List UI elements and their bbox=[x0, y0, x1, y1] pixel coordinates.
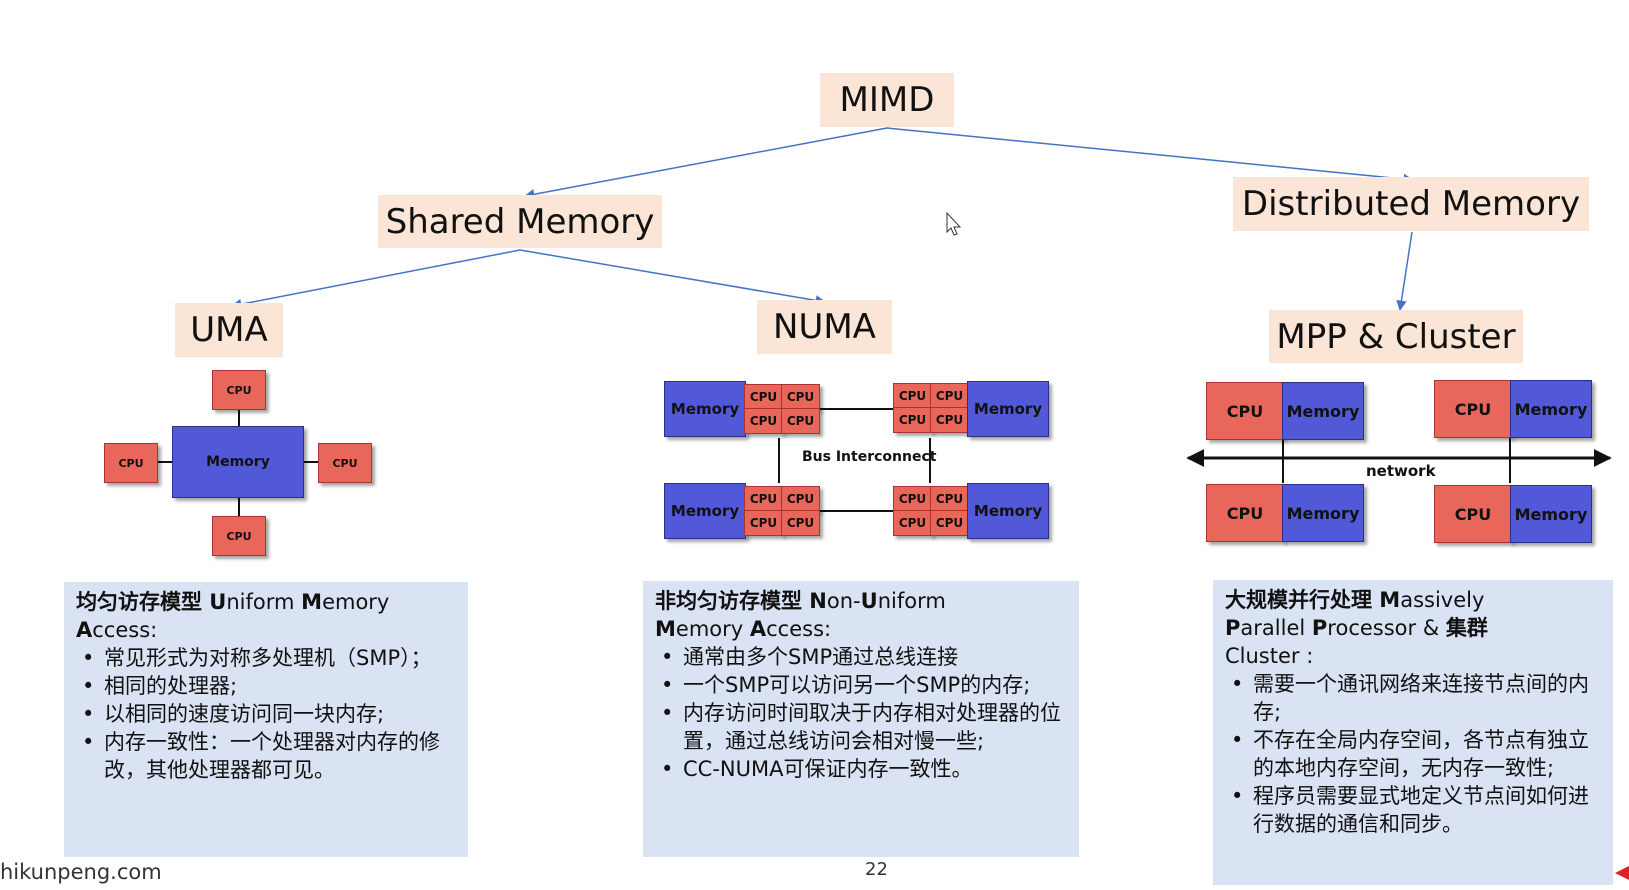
node-mpp-cluster: MPP & Cluster bbox=[1269, 310, 1523, 363]
numa-cpu: CPU bbox=[930, 510, 969, 536]
node-mimd: MIMD bbox=[820, 73, 954, 127]
list-item: 常见形式为对称多处理机（SMP）； bbox=[76, 644, 456, 672]
network-label: network bbox=[1366, 462, 1436, 480]
node-uma: UMA bbox=[175, 303, 283, 357]
numa-cpu: CPU bbox=[930, 486, 969, 512]
list-item: 以相同的速度访问同一块内存; bbox=[76, 700, 456, 728]
arrow-distributed-mpp bbox=[1396, 231, 1413, 312]
uma-cpu-top: CPU bbox=[212, 370, 266, 410]
node-distributed-memory: Distributed Memory bbox=[1233, 177, 1589, 231]
mpp-cpu-3: CPU bbox=[1206, 484, 1284, 542]
numa-cpu: CPU bbox=[744, 384, 783, 410]
numa-cpu: CPU bbox=[930, 383, 969, 409]
mpp-memory-3: Memory bbox=[1282, 484, 1364, 542]
mpp-memory-1: Memory bbox=[1282, 382, 1364, 440]
list-item: 相同的处理器; bbox=[76, 672, 456, 700]
list-item: CC-NUMA可保证内存一致性。 bbox=[655, 755, 1067, 783]
mpp-bullet-list: 需要一个通讯网络来连接节点间的内存; 不存在全局内存空间，各节点有独立的本地内存… bbox=[1225, 670, 1601, 838]
mpp-cpu-2: CPU bbox=[1434, 380, 1512, 438]
uma-cpu-left: CPU bbox=[104, 443, 158, 483]
bus-interconnect-label: Bus Interconnect bbox=[802, 449, 937, 465]
numa-cpu: CPU bbox=[893, 486, 932, 512]
mpp-memory-2: Memory bbox=[1510, 380, 1592, 438]
uma-bullet-list: 常见形式为对称多处理机（SMP）； 相同的处理器; 以相同的速度访问同一块内存;… bbox=[76, 644, 456, 784]
numa-memory-2: Memory bbox=[967, 381, 1049, 437]
mouse-cursor-icon bbox=[946, 211, 962, 236]
node-shared-memory: Shared Memory bbox=[378, 195, 662, 248]
arrow-shared-uma bbox=[230, 249, 521, 310]
arrow-mimd-shared bbox=[523, 127, 888, 200]
numa-cpu: CPU bbox=[893, 383, 932, 409]
list-item: 不存在全局内存空间，各节点有独立的本地内存空间，无内存一致性; bbox=[1225, 726, 1601, 782]
node-numa: NUMA bbox=[757, 300, 892, 354]
list-item: 一个SMP可以访问另一个SMP的内存; bbox=[655, 671, 1067, 699]
mpp-cpu-1: CPU bbox=[1206, 382, 1284, 440]
numa-cpu: CPU bbox=[893, 510, 932, 536]
footer-site: hikunpeng.com bbox=[0, 860, 162, 884]
numa-memory-4: Memory bbox=[967, 483, 1049, 539]
numa-cpu: CPU bbox=[781, 384, 820, 410]
uma-memory: Memory bbox=[172, 426, 304, 498]
list-item: 需要一个通讯网络来连接节点间的内存; bbox=[1225, 670, 1601, 726]
red-corner-mark-icon bbox=[1615, 866, 1629, 880]
numa-cpu: CPU bbox=[781, 408, 820, 434]
numa-memory-1: Memory bbox=[664, 381, 746, 437]
numa-memory-3: Memory bbox=[664, 483, 746, 539]
numa-cpu: CPU bbox=[744, 408, 783, 434]
list-item: 内存访问时间取决于内存相对处理器的位置，通过总线访问会相对慢一些; bbox=[655, 699, 1067, 755]
list-item: 程序员需要显式地定义节点间如何进行数据的通信和同步。 bbox=[1225, 782, 1601, 838]
uma-cpu-right: CPU bbox=[318, 443, 372, 483]
numa-cpu: CPU bbox=[744, 510, 783, 536]
mpp-memory-4: Memory bbox=[1510, 485, 1592, 543]
mpp-cpu-4: CPU bbox=[1434, 485, 1512, 543]
arrow-shared-numa bbox=[519, 249, 827, 306]
numa-bullet-list: 通常由多个SMP通过总线连接 一个SMP可以访问另一个SMP的内存; 内存访问时… bbox=[655, 643, 1067, 783]
list-item: 通常由多个SMP通过总线连接 bbox=[655, 643, 1067, 671]
numa-cpu: CPU bbox=[781, 486, 820, 512]
uma-cpu-bottom: CPU bbox=[212, 516, 266, 556]
arrow-mimd-distributed bbox=[886, 127, 1415, 185]
page-number: 22 bbox=[865, 859, 888, 880]
numa-cpu: CPU bbox=[781, 510, 820, 536]
numa-cpu: CPU bbox=[930, 407, 969, 433]
list-item: 内存一致性：一个处理器对内存的修改，其他处理器都可见。 bbox=[76, 728, 456, 784]
numa-cpu: CPU bbox=[744, 486, 783, 512]
numa-cpu: CPU bbox=[893, 407, 932, 433]
